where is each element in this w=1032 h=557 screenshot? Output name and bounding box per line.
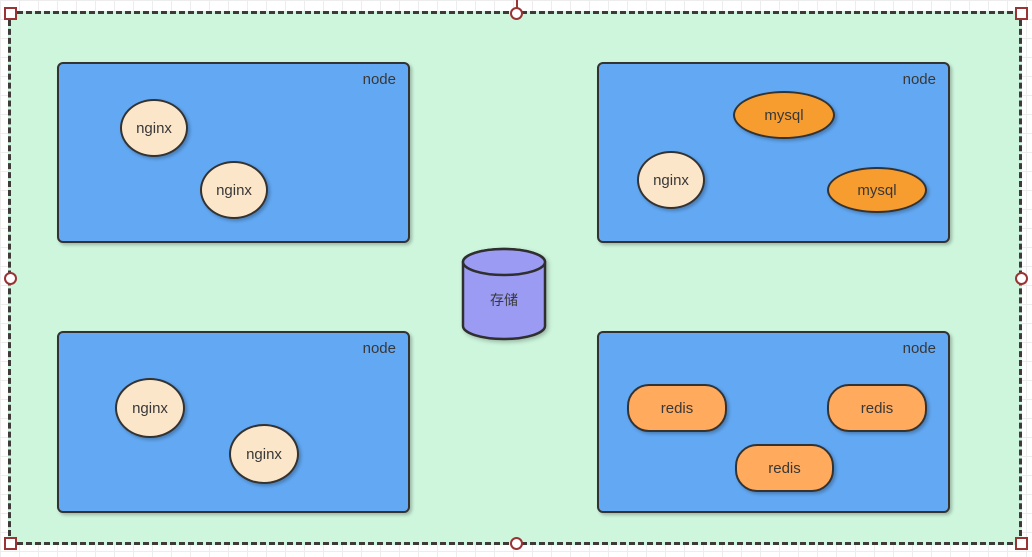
resize-handle-top-center[interactable] xyxy=(510,7,523,20)
pod-label: redis xyxy=(660,399,694,417)
resize-handle-bottom-left[interactable] xyxy=(4,537,17,550)
pod-mysql[interactable]: mysql xyxy=(733,91,835,139)
pod-label: nginx xyxy=(653,171,689,189)
pod-mysql[interactable]: mysql xyxy=(827,167,927,213)
node-box-bottom-left[interactable]: node nginx nginx xyxy=(57,331,410,513)
cylinder-icon xyxy=(461,247,547,341)
pod-nginx[interactable]: nginx xyxy=(115,378,185,438)
storage-cylinder[interactable]: 存储 xyxy=(461,246,547,342)
resize-handle-top-left[interactable] xyxy=(4,7,17,20)
node-box-top-left[interactable]: node nginx nginx xyxy=(57,62,410,243)
pod-label: mysql xyxy=(764,106,804,124)
pod-label: mysql xyxy=(857,181,897,199)
node-box-bottom-right[interactable]: node redis redis redis xyxy=(597,331,950,513)
pod-redis[interactable]: redis xyxy=(627,384,727,432)
pod-nginx[interactable]: nginx xyxy=(200,161,268,219)
pod-nginx[interactable]: nginx xyxy=(229,424,299,484)
pod-redis[interactable]: redis xyxy=(735,444,834,492)
rotation-stem xyxy=(516,0,518,8)
node-label: node xyxy=(362,340,396,357)
node-label: node xyxy=(362,71,396,88)
pod-label: nginx xyxy=(136,119,172,137)
resize-handle-middle-left[interactable] xyxy=(4,272,17,285)
node-box-top-right[interactable]: node mysql nginx mysql xyxy=(597,62,950,243)
storage-label: 存储 xyxy=(490,292,518,308)
pod-label: nginx xyxy=(246,445,282,463)
pod-label: nginx xyxy=(216,181,252,199)
resize-handle-bottom-center[interactable] xyxy=(510,537,523,550)
pod-label: nginx xyxy=(132,399,168,417)
pod-nginx[interactable]: nginx xyxy=(120,99,188,157)
resize-handle-bottom-right[interactable] xyxy=(1015,537,1028,550)
pod-label: redis xyxy=(860,399,894,417)
pod-redis[interactable]: redis xyxy=(827,384,927,432)
resize-handle-top-right[interactable] xyxy=(1015,7,1028,20)
node-label: node xyxy=(902,340,936,357)
pod-label: redis xyxy=(768,459,801,477)
resize-handle-middle-right[interactable] xyxy=(1015,272,1028,285)
pod-nginx[interactable]: nginx xyxy=(637,151,705,209)
node-label: node xyxy=(902,71,936,88)
